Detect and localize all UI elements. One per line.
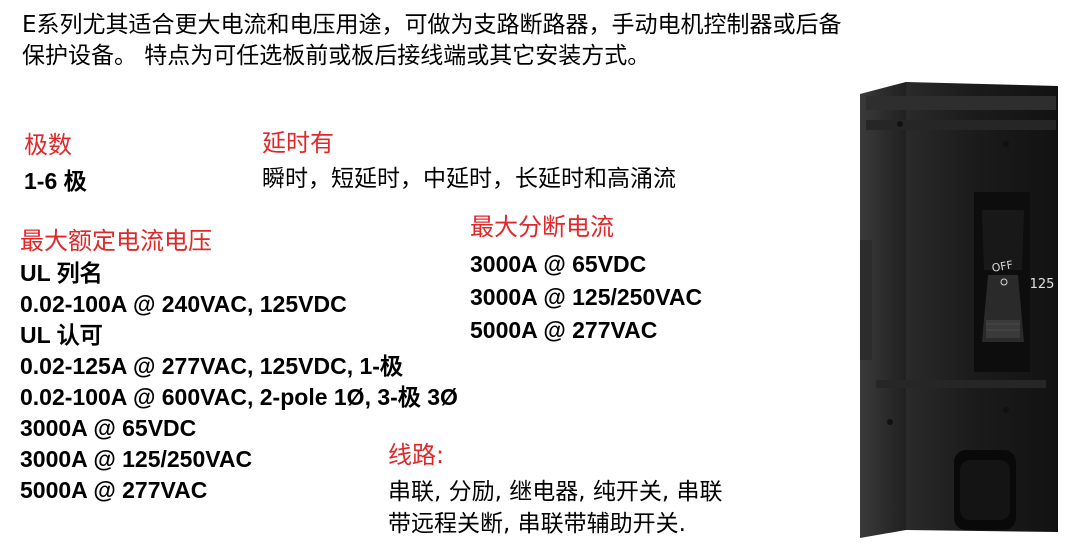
toggle-off-label: OFF xyxy=(991,258,1014,275)
circuits-line-2: 带远程关断, 串联带辅助开关. xyxy=(388,511,686,537)
circuits-line-1: 串联, 分励, 继电器, 纯开关, 串联 xyxy=(388,479,723,505)
intro-line-1: E系列尤其适合更大电流和电压用途，可做为支路断路器，手动电机控制器或后备 xyxy=(22,12,842,38)
circuits-body: 串联, 分励, 继电器, 纯开关, 串联 带远程关断, 串联带辅助开关. xyxy=(388,476,723,540)
delay-value: 瞬时，短延时，中延时，长延时和高涌流 xyxy=(262,166,676,192)
max-breaking-heading: 最大分断电流 xyxy=(470,213,614,241)
circuits-heading: 线路: xyxy=(388,441,445,469)
circuit-breaker-image: OFF 125 xyxy=(846,80,1072,540)
poles-value: 1-6 极 xyxy=(24,166,87,197)
max-breaking-line: 5000A @ 277VAC xyxy=(470,317,658,343)
poles-heading: 极数 xyxy=(24,131,72,159)
max-rating-line: UL 列名 xyxy=(20,260,103,286)
max-rating-line: 0.02-100A @ 240VAC, 125VDC xyxy=(20,291,347,317)
intro-paragraph: E系列尤其适合更大电流和电压用途，可做为支路断路器，手动电机控制器或后备 保护设… xyxy=(22,10,1072,72)
max-rating-line: UL 认可 xyxy=(20,322,103,348)
max-breaking-line: 3000A @ 125/250VAC xyxy=(470,284,703,310)
max-rating-list: UL 列名 0.02-100A @ 240VAC, 125VDC UL 认可 0… xyxy=(20,258,458,506)
delay-heading: 延时有 xyxy=(262,129,334,157)
max-rating-heading: 最大额定电流电压 xyxy=(20,227,212,255)
intro-line-2: 保护设备。 特点为可任选板前或板后接线端或其它安装方式。 xyxy=(22,43,651,69)
breaker-top-ridge xyxy=(866,96,1056,110)
circuit-breaker-illustration: OFF 125 xyxy=(860,82,1058,538)
max-rating-line: 0.02-125A @ 277VAC, 125VDC, 1-极 xyxy=(20,353,403,379)
max-rating-line: 3000A @ 65VDC xyxy=(20,415,197,441)
rating-label: 125 xyxy=(1030,277,1055,292)
max-rating-line: 5000A @ 277VAC xyxy=(20,477,208,503)
poles-value-text: 1-6 极 xyxy=(24,168,87,194)
max-rating-line: 0.02-100A @ 600VAC, 2-pole 1Ø, 3-极 3Ø xyxy=(20,384,458,410)
max-rating-line: 3000A @ 125/250VAC xyxy=(20,446,253,472)
max-breaking-line: 3000A @ 65VDC xyxy=(470,251,647,277)
max-breaking-list: 3000A @ 65VDC 3000A @ 125/250VAC 5000A @… xyxy=(470,248,702,347)
breaker-side-face xyxy=(860,82,906,538)
